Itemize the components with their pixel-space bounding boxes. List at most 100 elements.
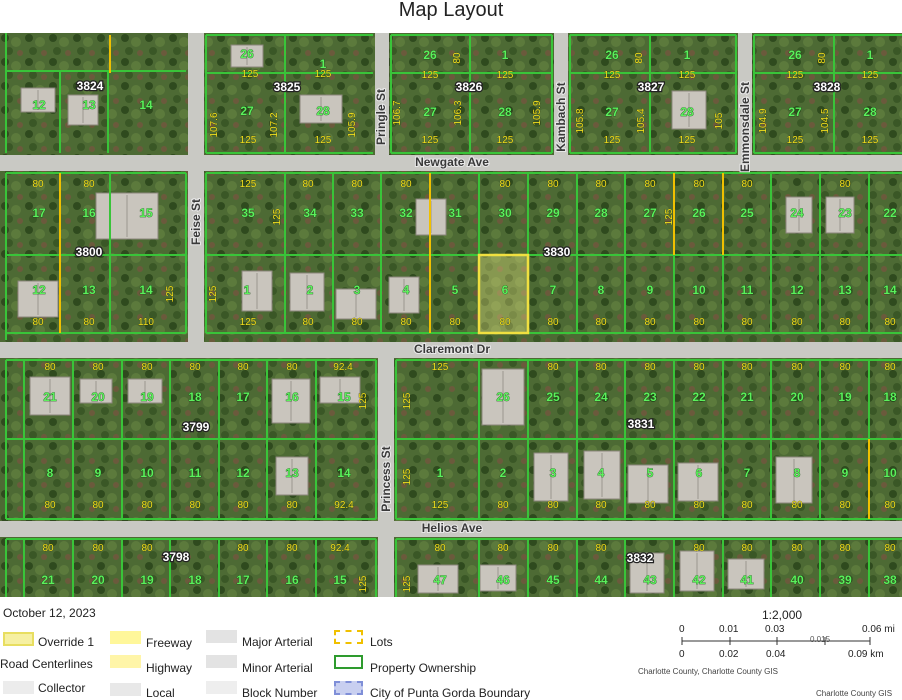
lot-dimension: 125 [862, 135, 879, 146]
lot-number: 12 [32, 98, 46, 112]
scale-mi-2: 0.03 [765, 624, 785, 635]
lot-number: 27 [605, 105, 619, 119]
lot-dimension: 80 [644, 500, 656, 511]
lot-dimension: 125 [240, 135, 257, 146]
street-name-vertical: Pringle St [374, 89, 388, 145]
lot-dimension: 80 [884, 543, 896, 554]
lot-dimension-vertical: 125 [402, 575, 413, 592]
road-emmonsdale-st [738, 33, 752, 155]
lot-number: 6 [502, 283, 509, 297]
lot-number: 8 [598, 283, 605, 297]
lot-number: 19 [838, 390, 852, 404]
local-swatch [110, 683, 141, 696]
lot-number: 7 [550, 283, 557, 297]
scale-mi-1: 0.01 [719, 624, 739, 635]
lot-number: 27 [788, 105, 802, 119]
lot-dimension: 80 [547, 179, 559, 190]
lot-number: 14 [139, 98, 153, 112]
lot-dimension: 80 [791, 317, 803, 328]
lot-dimension: 80 [839, 317, 851, 328]
lot-number: 9 [842, 466, 849, 480]
lot-number: 3 [550, 466, 557, 480]
lot-number: 15 [337, 390, 351, 404]
lot-number: 27 [240, 104, 254, 118]
lots-swatch [334, 630, 363, 644]
lot-dimension-vertical: 104.5 [820, 108, 831, 133]
lot-number: 45 [546, 573, 560, 587]
block-number: 3800 [76, 245, 103, 259]
lot-dimension: 80 [547, 362, 559, 373]
lot-dimension: 80 [741, 500, 753, 511]
lot-dimension: 80 [92, 500, 104, 511]
house-roof [671, 90, 707, 130]
block-number: 3799 [183, 420, 210, 434]
road-feise-st [188, 33, 204, 342]
house-roof [241, 270, 273, 312]
lot-number: 3 [354, 283, 361, 297]
lot-number: 28 [680, 105, 694, 119]
lot-number: 21 [41, 573, 55, 587]
lots-label: Lots [370, 635, 393, 649]
lot-dimension-vertical: 125 [358, 392, 369, 409]
lot-dimension: 125 [240, 317, 257, 328]
lot-number: 23 [643, 390, 657, 404]
house-roof [271, 378, 311, 424]
lot-number: 23 [838, 206, 852, 220]
lot-dimension: 80 [499, 317, 511, 328]
major-arterial-label: Major Arterial [242, 635, 313, 649]
lot-number: 29 [546, 206, 560, 220]
lot-dimension: 125 [787, 70, 804, 81]
road-centerlines-label: Road Centerlines [0, 657, 93, 671]
lot-number: 5 [647, 466, 654, 480]
block-number: 3827 [638, 80, 665, 94]
lot-dimension: 80 [189, 362, 201, 373]
lot-number: 6 [696, 466, 703, 480]
lot-dimension: 80 [400, 179, 412, 190]
house-roof [533, 452, 569, 502]
parcel-lines-3824 [6, 70, 186, 153]
house-roof [627, 464, 669, 504]
lot-dimension: 125 [422, 135, 439, 146]
lot-number: 42 [692, 573, 706, 587]
lot-dimension-vertical: 80 [817, 52, 828, 64]
lot-dimension-vertical: 105.4 [636, 108, 647, 133]
lot-dimension: 80 [644, 179, 656, 190]
block-number: 3832 [627, 551, 654, 565]
parcel-lines-3827 [569, 34, 737, 154]
freeway-swatch [110, 631, 141, 644]
lot-dimension-vertical: 80 [634, 52, 645, 64]
local-label: Local [146, 686, 175, 700]
lot-dimension: 80 [693, 500, 705, 511]
lot-number: 17 [236, 390, 250, 404]
lot-dimension: 80 [449, 317, 461, 328]
lot-dimension: 125 [497, 135, 514, 146]
lot-number: 2 [500, 466, 507, 480]
lot-dimension: 80 [44, 500, 56, 511]
lot-dimension-vertical: 80 [452, 52, 463, 64]
lot-number: 22 [692, 390, 706, 404]
lot-number: 14 [139, 283, 153, 297]
lot-number: 10 [883, 466, 897, 480]
highlighted-lot-6[interactable] [477, 253, 530, 335]
legend: October 12, 2023 Override 1 Road Centerl… [0, 597, 902, 700]
lot-number: 19 [140, 573, 154, 587]
lot-dimension: 80 [547, 500, 559, 511]
lot-dimension: 80 [884, 500, 896, 511]
lot-dimension: 110 [138, 317, 154, 328]
lot-dimension: 125 [432, 362, 449, 373]
lot-dimension: 125 [240, 179, 257, 190]
lot-number: 1 [437, 466, 444, 480]
lot-number: 11 [741, 283, 754, 297]
lot-dimension: 80 [791, 362, 803, 373]
lot-number: 24 [790, 206, 804, 220]
lot-dimension: 80 [693, 362, 705, 373]
lot-lines-yellow [59, 35, 870, 519]
lot-number: 26 [423, 48, 437, 62]
street-name: Newgate Ave [415, 155, 489, 169]
road-kambach-st [554, 33, 568, 155]
lot-dimension-vertical: 125 [358, 575, 369, 592]
